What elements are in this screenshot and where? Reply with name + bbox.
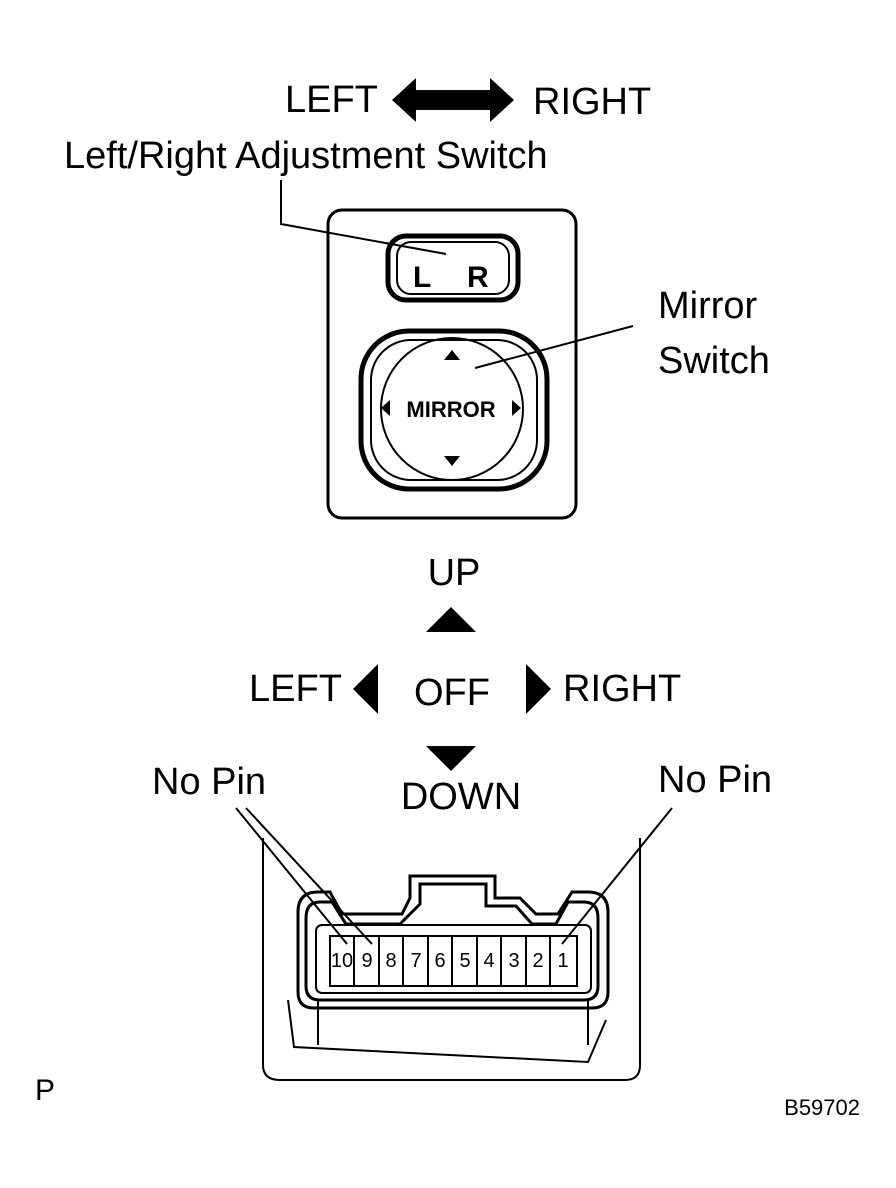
pin-label: 1 <box>557 950 568 972</box>
dir-off-label: OFF <box>414 672 490 714</box>
dir-right-label: RIGHT <box>563 668 681 710</box>
dir-left-label: LEFT <box>249 668 342 710</box>
pin-label: 4 <box>483 950 494 972</box>
no-pin-left-leader <box>235 807 348 945</box>
up-triangle-icon <box>426 607 476 632</box>
right-triangle-icon <box>526 664 551 714</box>
adjust-left-label: LEFT <box>285 79 378 121</box>
pin-label: 6 <box>434 950 445 972</box>
mirror-label-line2: Switch <box>658 340 770 382</box>
pin-label: 2 <box>532 950 543 972</box>
adjust-right-label: RIGHT <box>533 81 651 123</box>
key-left-letter: L <box>413 261 431 294</box>
pin-label: 5 <box>459 950 470 972</box>
pad-up-arrow-icon <box>444 350 460 360</box>
no-pin-left-label: No Pin <box>152 761 266 803</box>
connector-housing <box>262 838 641 1081</box>
pad-left-arrow-icon <box>381 400 390 416</box>
double-arrow-icon <box>392 78 514 122</box>
pad-down-arrow-icon <box>444 456 460 466</box>
dir-down-label: DOWN <box>401 776 521 818</box>
pin-label: 8 <box>385 950 396 972</box>
left-triangle-icon <box>353 664 378 714</box>
down-triangle-icon <box>426 746 476 771</box>
pin-label: 7 <box>410 950 421 972</box>
pin-label: 9 <box>361 950 372 972</box>
pad-right-arrow-icon <box>512 400 521 416</box>
mirror-label-line1: Mirror <box>658 285 758 327</box>
figure-code: B59702 <box>784 1095 860 1120</box>
pin-row: 10 9 8 7 6 5 4 3 2 1 <box>329 935 578 987</box>
no-pin-right-label: No Pin <box>658 759 772 801</box>
no-pin-left-leader <box>245 807 373 945</box>
mirror-button-text: MIRROR <box>406 397 495 422</box>
switch-panel <box>326 208 578 520</box>
lr-adjust-key: L R <box>385 233 521 303</box>
mirror-pad: MIRROR <box>358 328 550 492</box>
pin-label: 3 <box>508 950 519 972</box>
adjust-switch-title: Left/Right Adjustment Switch <box>64 135 548 177</box>
mirror-leader-line <box>474 325 634 369</box>
key-right-letter: R <box>467 261 489 294</box>
dir-up-label: UP <box>428 552 481 594</box>
pin-label: 10 <box>331 950 353 972</box>
corner-mark: P <box>35 1074 55 1107</box>
no-pin-right-leader <box>561 807 673 945</box>
